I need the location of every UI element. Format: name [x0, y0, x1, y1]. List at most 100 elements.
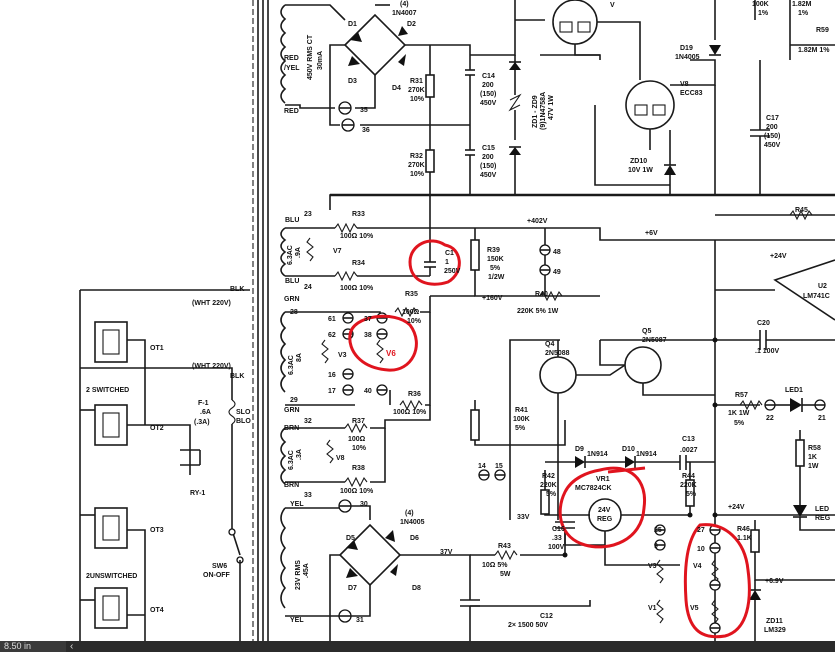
svg-text:35: 35	[360, 107, 368, 114]
svg-text:450V: 450V	[764, 142, 781, 149]
svg-text:47V 1W: 47V 1W	[548, 95, 555, 120]
svg-text:100Ω 10%: 100Ω 10%	[340, 285, 374, 292]
svg-text:1W: 1W	[808, 463, 819, 470]
svg-text:2N5087: 2N5087	[642, 337, 667, 344]
svg-text:R46: R46	[737, 526, 750, 533]
svg-text:5W: 5W	[500, 571, 511, 578]
svg-text:.45A: .45A	[303, 563, 310, 578]
svg-text:28: 28	[290, 309, 298, 316]
svg-text:62: 62	[328, 332, 336, 339]
svg-text:21: 21	[818, 415, 826, 422]
lv-bridge	[285, 499, 591, 641]
svg-text:100Ω: 100Ω	[348, 436, 366, 443]
svg-text:D10: D10	[622, 446, 635, 453]
svg-text:2 SWITCHED: 2 SWITCHED	[86, 387, 129, 394]
svg-text:.6A: .6A	[200, 409, 211, 416]
svg-text:22: 22	[766, 415, 774, 422]
tube-v8	[594, 0, 721, 195]
scroll-left-icon[interactable]: ‹	[70, 641, 74, 652]
svg-text:C1: C1	[445, 250, 454, 257]
svg-text:YEL: YEL	[290, 501, 304, 508]
svg-text:R38: R38	[352, 465, 365, 472]
svg-text:270K: 270K	[408, 162, 425, 169]
svg-text:ECC83: ECC83	[680, 90, 703, 97]
svg-text:REG: REG	[815, 515, 831, 522]
svg-text:5%: 5%	[686, 491, 697, 498]
svg-text:V8: V8	[680, 81, 689, 88]
svg-text:BLO: BLO	[236, 418, 251, 425]
svg-text:MC7824CK: MC7824CK	[575, 485, 612, 492]
svg-text:R45: R45	[795, 207, 808, 214]
svg-text:(WHT 220V): (WHT 220V)	[192, 300, 231, 307]
svg-text:REG: REG	[597, 516, 613, 523]
svg-text:33V: 33V	[517, 514, 530, 521]
svg-text:(4): (4)	[405, 510, 414, 517]
svg-text:24V: 24V	[598, 507, 611, 514]
svg-text:ZD11: ZD11	[766, 618, 783, 625]
svg-text:1N4007: 1N4007	[392, 10, 417, 17]
svg-text:R33: R33	[352, 211, 365, 218]
svg-text:Q5: Q5	[642, 328, 651, 335]
svg-text:OT4: OT4	[150, 607, 164, 614]
svg-text:23V RMS: 23V RMS	[295, 560, 302, 590]
svg-text:V6: V6	[386, 349, 396, 358]
svg-text:2UNSWITCHED: 2UNSWITCHED	[86, 573, 137, 580]
svg-text:ZD1 - ZD9: ZD1 - ZD9	[532, 95, 539, 128]
svg-text:.9A: .9A	[295, 247, 302, 258]
svg-text:270K: 270K	[408, 87, 425, 94]
svg-text:+6.9V: +6.9V	[765, 578, 784, 585]
zoom-readout[interactable]: 8.50 in	[0, 641, 66, 652]
svg-text:D3: D3	[348, 78, 357, 85]
svg-text:1.82M 1%: 1.82M 1%	[798, 47, 830, 54]
svg-text:.3A: .3A	[296, 449, 303, 460]
svg-text:61: 61	[328, 316, 336, 323]
svg-text:24: 24	[304, 284, 312, 291]
svg-text:.33: .33	[552, 535, 562, 542]
svg-text:9: 9	[654, 543, 658, 550]
svg-text:V5: V5	[690, 605, 699, 612]
svg-text:R41: R41	[515, 407, 528, 414]
svg-text:10%: 10%	[352, 445, 367, 452]
transformer-secondaries	[280, 4, 287, 609]
svg-text:1N914: 1N914	[587, 451, 608, 458]
svg-text:GRN: GRN	[284, 407, 300, 414]
svg-text:(9)1N4758A: (9)1N4758A	[540, 92, 547, 130]
svg-text:10%: 10%	[410, 171, 425, 178]
svg-text:BRN: BRN	[284, 482, 299, 489]
zener-chain	[470, 0, 600, 195]
svg-text:/YEL: /YEL	[284, 65, 300, 72]
svg-text:6.3AC: 6.3AC	[288, 450, 295, 470]
svg-text:R34: R34	[352, 260, 365, 267]
svg-text:8A: 8A	[296, 353, 303, 362]
svg-text:R57: R57	[735, 392, 748, 399]
svg-text:C14: C14	[482, 73, 495, 80]
svg-text:100K: 100K	[752, 1, 769, 8]
svg-text:(.3A): (.3A)	[194, 419, 210, 426]
svg-text:+6V: +6V	[645, 230, 658, 237]
svg-text:10Ω 5%: 10Ω 5%	[482, 562, 508, 569]
svg-text:R36: R36	[408, 391, 421, 398]
svg-text:150K: 150K	[487, 256, 504, 263]
svg-text:C13: C13	[682, 436, 695, 443]
svg-text:38: 38	[364, 332, 372, 339]
svg-text:(150): (150)	[764, 133, 780, 140]
svg-text:1%: 1%	[798, 10, 809, 17]
svg-text:100Ω 10%: 100Ω 10%	[340, 488, 374, 495]
svg-text:5%: 5%	[546, 491, 557, 498]
hv-bridge	[285, 4, 835, 210]
svg-text:D4: D4	[392, 85, 401, 92]
svg-text:14: 14	[478, 463, 486, 470]
svg-text:1%: 1%	[758, 10, 769, 17]
svg-text:R59: R59	[816, 27, 829, 34]
svg-text:D6: D6	[410, 535, 419, 542]
svg-text:37: 37	[364, 316, 372, 323]
svg-text:F-1: F-1	[198, 400, 209, 407]
svg-text:YEL: YEL	[290, 617, 304, 624]
svg-text:V4: V4	[693, 563, 702, 570]
svg-text:250V: 250V	[444, 268, 461, 275]
svg-text:1: 1	[445, 259, 449, 266]
svg-text:5%: 5%	[734, 420, 745, 427]
svg-text:C17: C17	[766, 115, 779, 122]
svg-text:220K 5% 1W: 220K 5% 1W	[517, 308, 559, 315]
